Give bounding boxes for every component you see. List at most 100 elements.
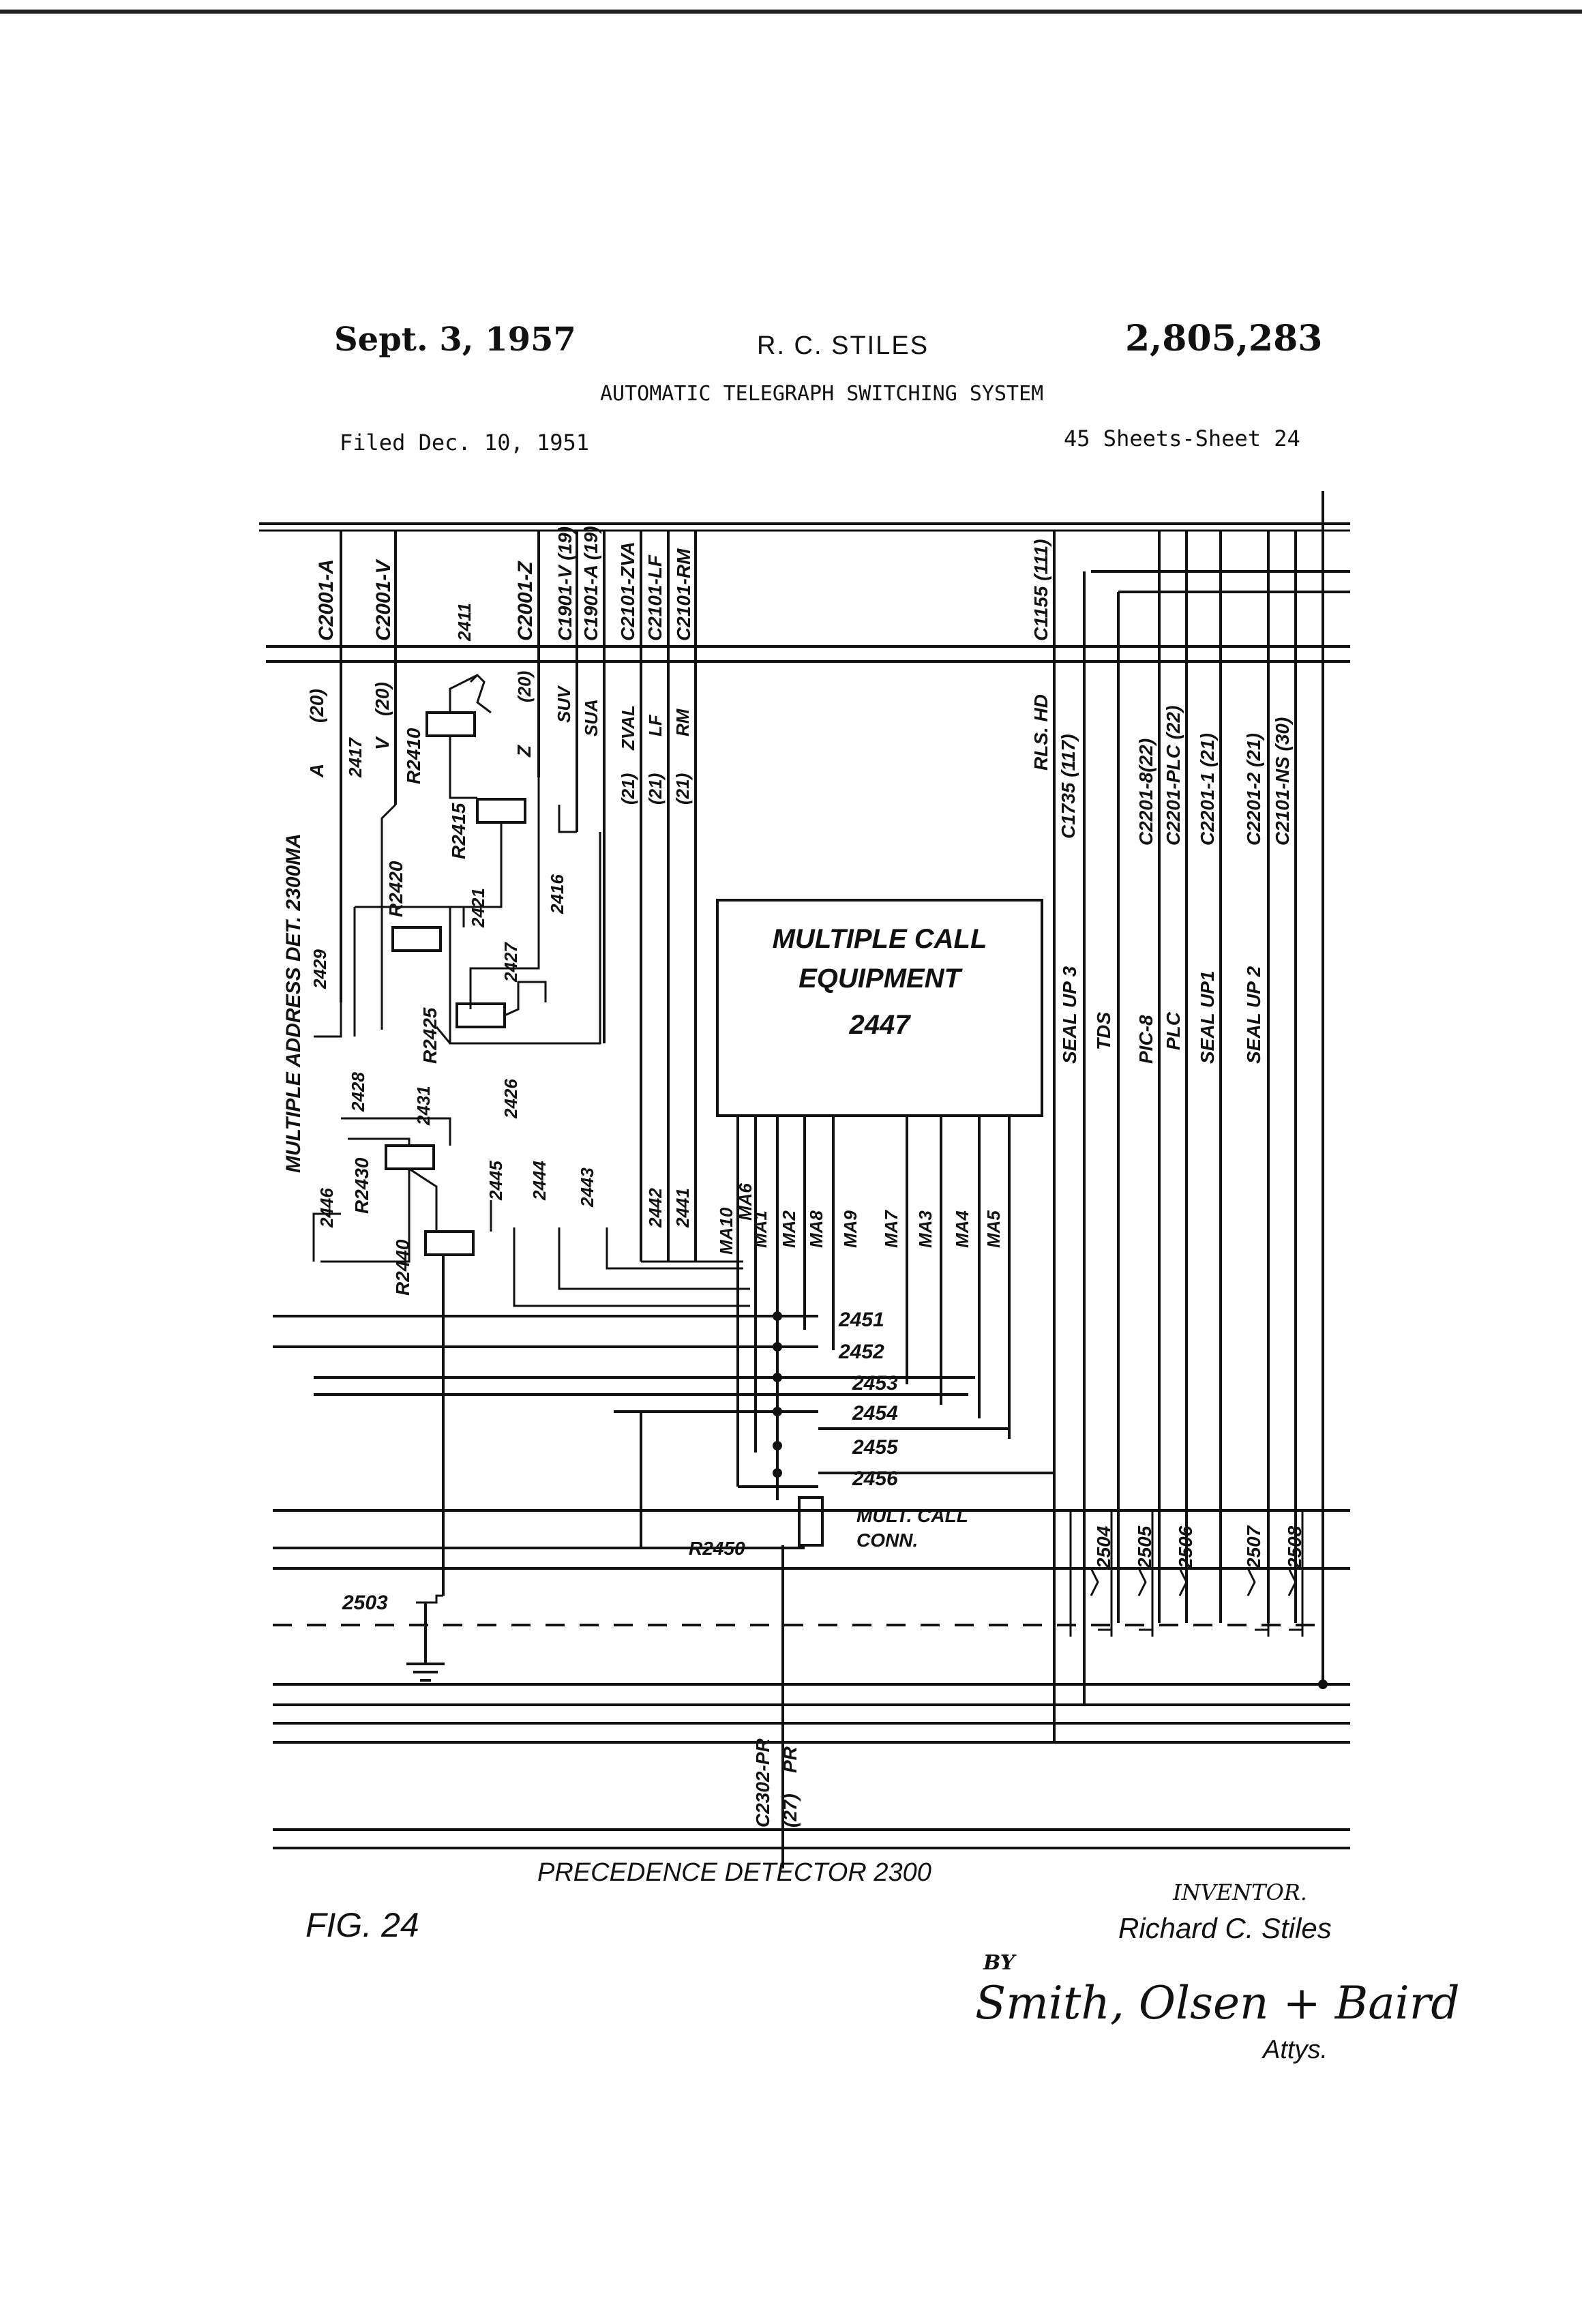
patent-number: 2,805,283 — [1125, 318, 1323, 359]
vertical-cable-wires — [340, 531, 1056, 1500]
relay-coil — [385, 1144, 435, 1170]
lead-label: V — [372, 736, 393, 750]
cable-label: C2101-LF — [644, 554, 666, 641]
ma-label: MA7 — [881, 1210, 901, 1248]
cable-label: C2001-V — [372, 558, 395, 641]
relay-labels: R2410 R2415 R2420 R2425 R2430 R2440 R245… — [351, 728, 745, 1559]
attys-label: Attys. — [1262, 2036, 1328, 2064]
ma-label: MA2 — [779, 1210, 799, 1248]
right-label: SEAL UP 2 — [1243, 966, 1264, 1064]
ma-label: MA10 — [716, 1207, 736, 1255]
mult-call-conn-line-2: CONN. — [856, 1530, 918, 1551]
ground-label: 2503 — [342, 1592, 388, 1614]
cable-label: C1901-A (19) — [580, 526, 601, 641]
lead-label: (21) — [645, 773, 666, 805]
cable-label: C1901-V (19) — [554, 526, 576, 641]
contact-label: 2426 — [501, 1079, 521, 1119]
bottom-labels: C2302-PR (27) PR — [752, 1738, 801, 1828]
contact-label: 2431 — [413, 1086, 434, 1126]
right-label: C2201-1 (21) — [1197, 733, 1218, 846]
lead-label: (20) — [514, 671, 535, 702]
cable-label: C1155 (111) — [1030, 539, 1051, 641]
cable-label: C2001-Z — [514, 561, 537, 641]
ma-label: MA6 — [735, 1183, 756, 1221]
bottom-bus-lines — [273, 1500, 1350, 1849]
signature-block: INVENTOR. Richard C. Stiles BY Smith, Ol… — [975, 1879, 1460, 2064]
cable-label: C2101-ZVA — [617, 541, 638, 641]
lead-label: LF — [645, 714, 666, 736]
filed-date: Filed Dec. 10, 1951 — [340, 430, 590, 456]
contact-label: 2444 — [529, 1161, 550, 1201]
bank-label: 2454 — [852, 1402, 898, 1425]
bank-label: 2455 — [852, 1436, 899, 1459]
contact-label: 2446 — [316, 1188, 337, 1228]
ground-symbol: 2503 — [342, 1592, 445, 1682]
multiple-address-label: MULTIPLE ADDRESS DET. 2300MA — [282, 833, 305, 1173]
cable-label: C2001-A — [315, 559, 338, 641]
cable-label: C2101-RM — [673, 548, 694, 641]
inventor-name: Richard C. Stiles — [1118, 1912, 1332, 1944]
relay-coil — [424, 1230, 475, 1256]
sheet-count: 45 Sheets-Sheet 24 — [1064, 426, 1300, 451]
multiple-call-box — [716, 899, 1043, 1117]
lead-label: RM — [672, 708, 693, 736]
switch-label: 2507 — [1243, 1525, 1264, 1569]
lead-label: (20) — [306, 689, 327, 723]
lead-label: (21) — [672, 773, 693, 805]
contact-labels: 2411 2416 2417 2421 2426 2427 2428 2429 … — [310, 603, 693, 1228]
patent-date: Sept. 3, 1957 — [334, 321, 576, 359]
relay-coil — [456, 1002, 506, 1028]
contact-label: 2421 — [468, 888, 488, 928]
ma-leads — [736, 1116, 1011, 1487]
right-labels-lower: SEAL UP 3 TDS PIC-8 PLC SEAL UP1 SEAL UP… — [1059, 966, 1264, 1064]
bottom-label: C2302-PR — [752, 1738, 773, 1828]
attorneys-signature: Smith, Olsen + Baird — [975, 1977, 1460, 2029]
bank-label: 2456 — [852, 1468, 898, 1490]
bank-label: 2453 — [852, 1372, 898, 1395]
ma-label: MA4 — [952, 1210, 972, 1248]
contact-label: 2428 — [348, 1072, 368, 1112]
right-label: C2201-2 (21) — [1243, 733, 1264, 846]
ma-label: MA3 — [915, 1210, 936, 1248]
top-border-rule — [0, 10, 1582, 14]
right-labels-upper: RLS. HD C1735 (117) C2201-8(22) C2201-PL… — [1030, 694, 1293, 846]
contact-bank — [273, 1306, 1350, 1549]
inventor-header: R. C. STILES — [757, 331, 929, 360]
lead-label: (21) — [618, 773, 638, 805]
ma-labels: MA10 MA6 MA1 MA2 MA8 MA9 MA7 MA3 MA4 MA5 — [716, 1183, 1004, 1255]
bank-label: 2451 — [838, 1309, 884, 1331]
right-label: PIC-8 — [1135, 1015, 1156, 1064]
bottom-label: PR — [779, 1746, 801, 1773]
bank-label: 2452 — [838, 1341, 884, 1363]
contact-label: 2442 — [645, 1188, 666, 1228]
lead-labels: A (20) V (20) Z SUV SUA ZVAL LF RM (21) … — [306, 671, 693, 805]
ma-label: MA8 — [806, 1210, 826, 1248]
contact-bank-labels: 2451 2452 2453 2454 2455 2456 — [838, 1309, 899, 1490]
by-label: BY — [983, 1951, 1017, 1975]
switches — [273, 1510, 1350, 1637]
box-line-2: EQUIPMENT — [799, 964, 963, 994]
relay-coil — [798, 1496, 824, 1547]
figure-label: FIG. 24 — [305, 1906, 419, 1944]
right-vertical-wires — [1083, 531, 1297, 1705]
right-label: PLC — [1163, 1011, 1184, 1050]
lead-label: SUV — [554, 685, 574, 723]
top-cable-labels: C2001-A C2001-V C2001-Z C1901-V (19) C19… — [315, 526, 1051, 641]
switch-label: 2506 — [1175, 1525, 1196, 1569]
ma-label: MA1 — [750, 1210, 771, 1248]
schematic-caption: PRECEDENCE DETECTOR 2300 — [537, 1858, 931, 1887]
right-label: C2201-8(22) — [1135, 739, 1156, 846]
contact-label: 2443 — [577, 1167, 597, 1208]
contact-label: 2441 — [672, 1188, 693, 1228]
right-label: RLS. HD — [1030, 694, 1051, 771]
bottom-label: (27) — [779, 1793, 801, 1828]
right-label: TDS — [1093, 1012, 1114, 1050]
contact-label: 2417 — [345, 737, 365, 778]
ma-label: MA5 — [983, 1210, 1004, 1248]
contact-label: 2416 — [547, 874, 567, 914]
lead-label: ZVAL — [618, 705, 638, 751]
relay-label: R2425 — [419, 1007, 441, 1064]
top-bus-lines — [259, 491, 1350, 1684]
